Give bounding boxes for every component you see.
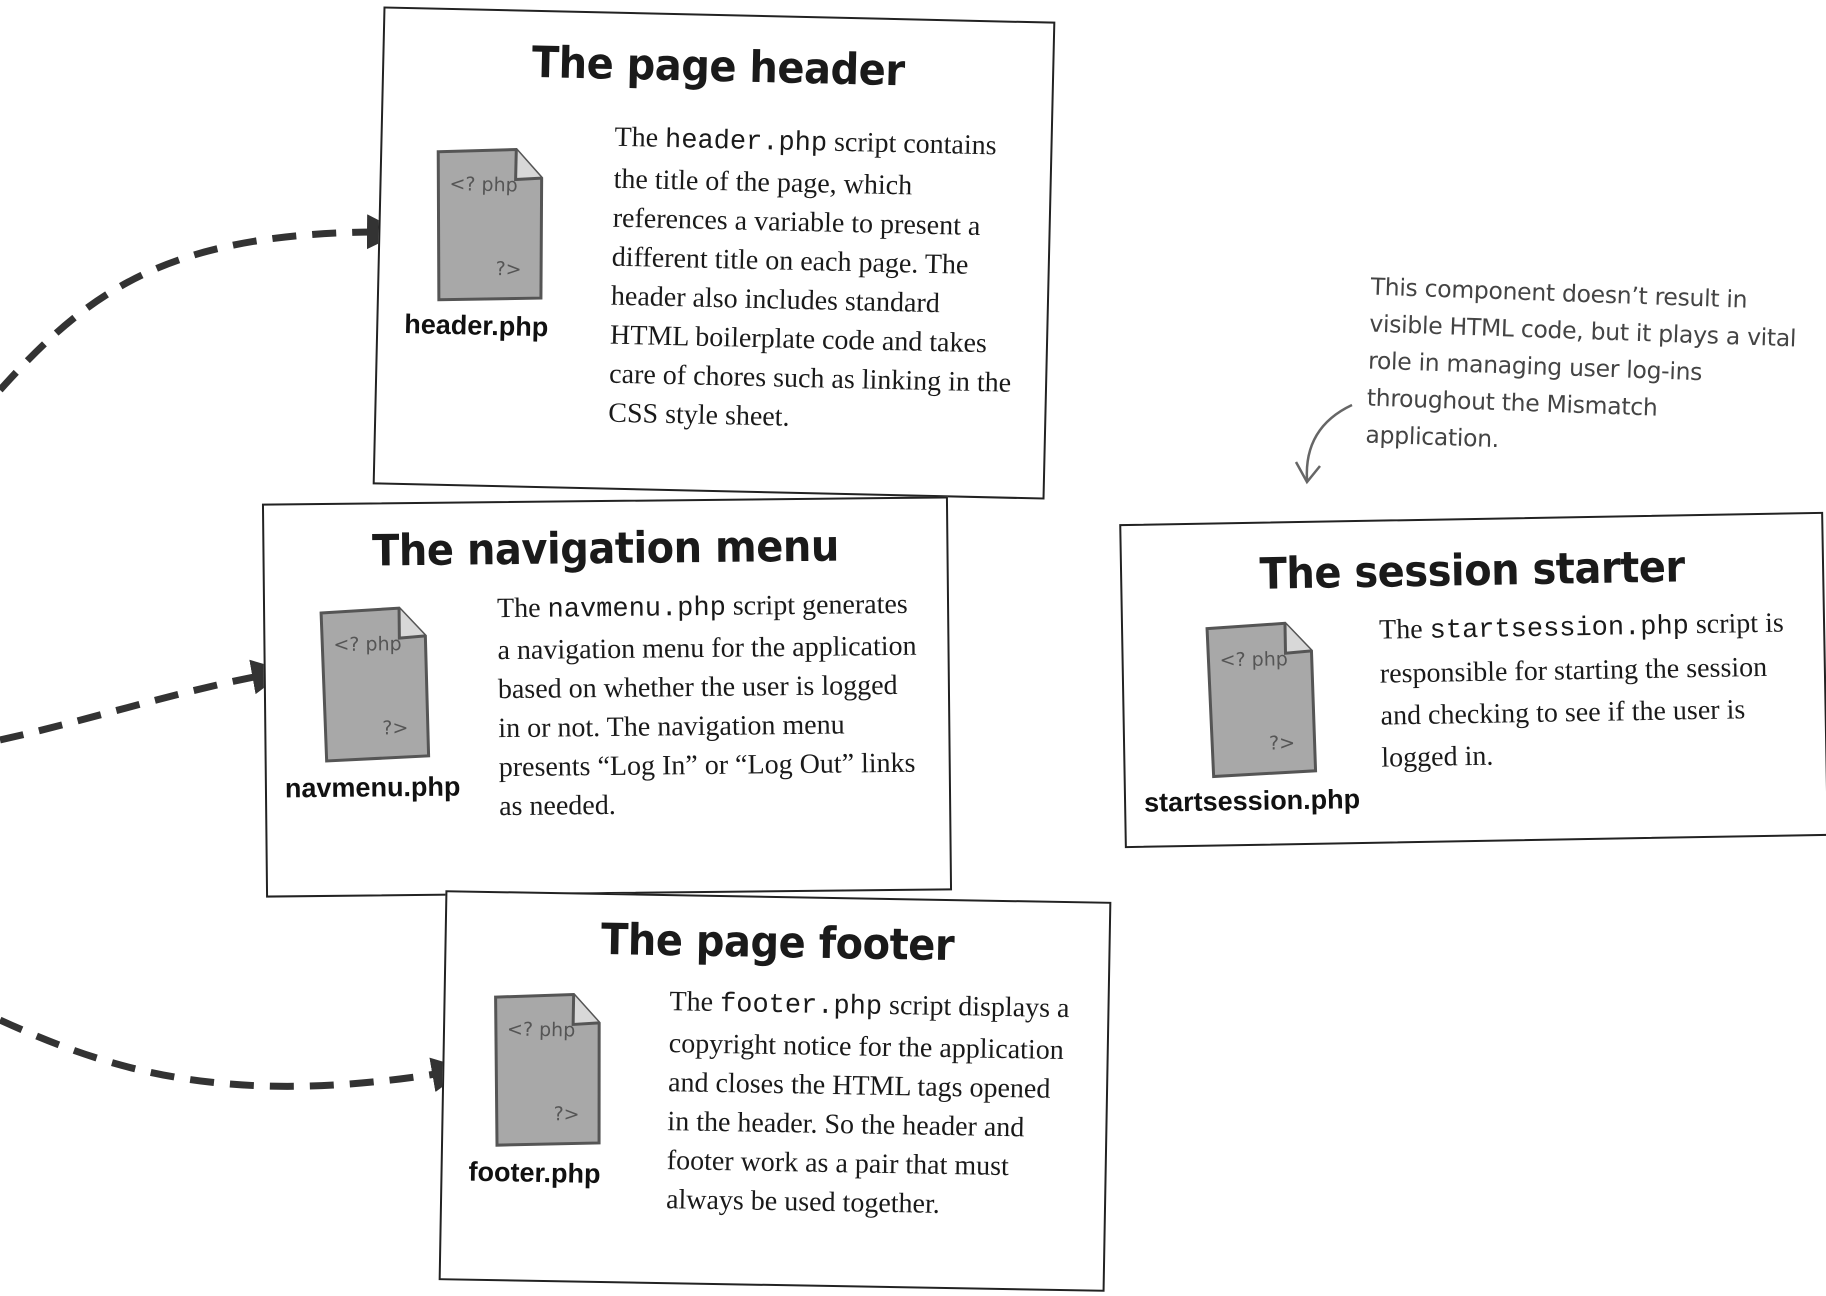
footer-filename: footer.php [468,1156,601,1189]
footer-box-title: The page footer [600,915,955,971]
arrow-to-header [0,214,402,393]
php-file-icon: <? php ?> [436,147,544,302]
svg-text:<? php: <? php [1219,648,1288,671]
php-file-icon: <? php ?> [319,606,431,763]
session-filename: startsession.php [1143,784,1361,818]
svg-text:?>: ?> [553,1103,579,1125]
header-box-title: The page header [531,37,906,97]
footer-description: The footer.php script displays a copyrig… [665,986,1070,1220]
session-component-box: The session starter <? php ?> startsessi… [1119,511,1826,849]
svg-text:?>: ?> [1269,732,1295,754]
navmenu-box-title: The navigation menu [371,521,840,577]
svg-text:<? php: <? php [333,633,401,656]
arrow-to-footer [0,1016,467,1093]
svg-text:<? php: <? php [507,1018,576,1041]
session-annotation: This component doesn’t result in visible… [1365,272,1797,454]
php-file-icon: <? php ?> [1205,621,1318,779]
svg-text:?>: ?> [382,717,408,739]
navmenu-filename: navmenu.php [284,771,461,804]
session-description: The startsession.php script is responsib… [1378,607,1784,774]
navmenu-component-box: The navigation menu <? php ?> navmenu.ph… [261,496,953,898]
php-file-icon: <? php ?> [494,992,601,1147]
svg-text:<? php: <? php [449,173,518,197]
header-component-box: The page header <? php ?> header.php The… [372,6,1056,500]
header-description: The header.php script contains the title… [607,121,1012,433]
annotation-pointer-arrow [1305,403,1353,481]
footer-component-box: The page footer <? php ?> footer.php The… [438,890,1112,1292]
session-box-title: The session starter [1259,542,1686,600]
svg-text:?>: ?> [495,258,522,281]
navmenu-description: The navmenu.php script generates a navig… [496,588,917,823]
annotation-pointer-head [1294,461,1321,485]
header-filename: header.php [403,308,549,343]
arrow-to-navmenu [0,659,287,744]
